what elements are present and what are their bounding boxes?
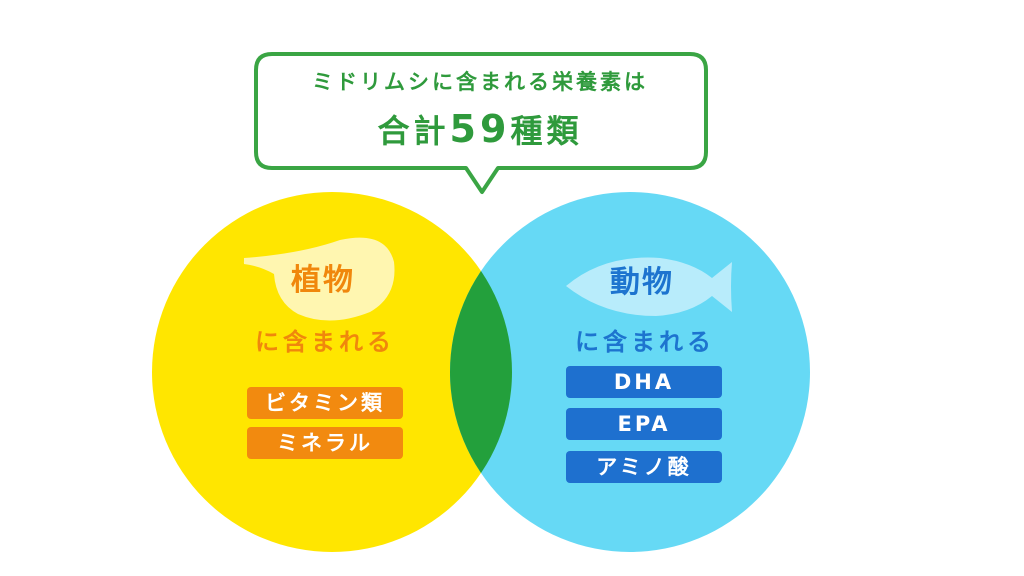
leaf-icon bbox=[243, 237, 395, 321]
plant-tag-vitamins: ビタミン類 bbox=[247, 387, 403, 419]
animal-title: 動物 bbox=[610, 265, 674, 300]
callout-total-prefix: 合計 bbox=[377, 112, 450, 150]
callout-bubble bbox=[254, 52, 708, 194]
plant-tag-minerals: ミネラル bbox=[247, 427, 403, 459]
callout-total: 合計59種類 bbox=[255, 110, 705, 148]
animal-tag-amino-acids: アミノ酸 bbox=[566, 451, 722, 483]
callout-total-number: 59 bbox=[449, 107, 511, 151]
fish-icon bbox=[566, 257, 732, 316]
plant-circle bbox=[152, 192, 512, 552]
callout-total-suffix: 種類 bbox=[510, 112, 583, 150]
callout-heading: ミドリムシに含まれる栄養素は bbox=[312, 70, 648, 94]
animal-tag-dha: DHA bbox=[566, 366, 722, 398]
animal-tag-epa: EPA bbox=[566, 408, 722, 440]
plant-subtitle: に含まれる bbox=[255, 328, 395, 356]
plant-title: 植物 bbox=[291, 263, 355, 298]
animal-subtitle: に含まれる bbox=[575, 328, 715, 356]
